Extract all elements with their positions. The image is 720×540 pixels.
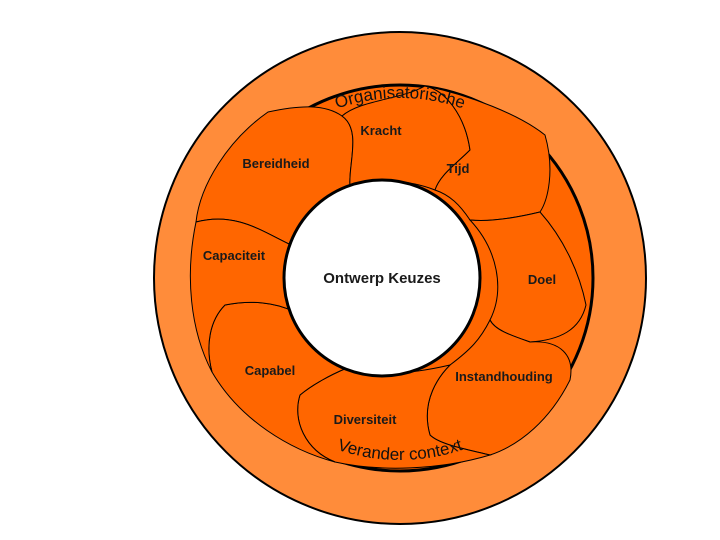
- segment-label-bereidheid: Bereidheid: [242, 156, 309, 171]
- center-circle: [282, 178, 482, 378]
- center-label: Ontwerp Keuzes: [323, 270, 441, 287]
- segment-label-doel: Doel: [528, 272, 556, 287]
- segment-label-tijd: Tijd: [447, 161, 470, 176]
- segment-label-diversiteit: Diversiteit: [334, 412, 398, 427]
- segment-label-kracht: Kracht: [360, 123, 402, 138]
- segment-label-instandhouding: Instandhouding: [455, 369, 553, 384]
- segment-label-capaciteit: Capaciteit: [203, 248, 266, 263]
- segment-label-capabel: Capabel: [245, 363, 296, 378]
- segment-blobs: [189, 85, 587, 469]
